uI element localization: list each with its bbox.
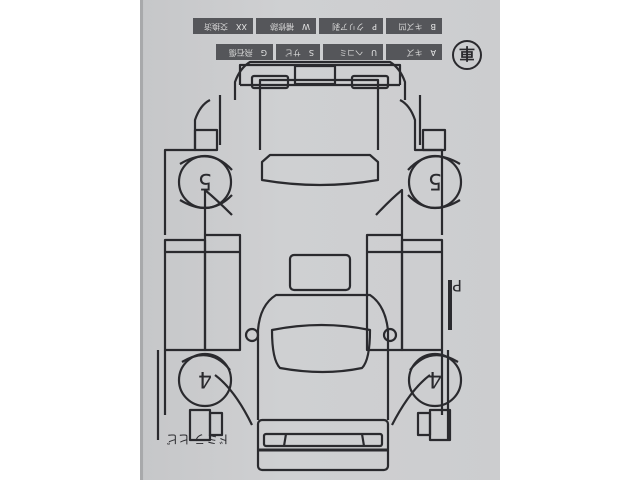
tire-mark-front-right: 4 [198,366,212,391]
tire-mark-rear-left: 5 [428,168,442,193]
inspection-sheet: 車 A キズ U ヘコミ S サビ G 飛石傷 B キズ凹 P クリア剥 W 補… [140,0,500,480]
front-fender-left [214,374,431,426]
background-left [0,0,140,480]
windshield [270,323,372,374]
door-damage-mark: P [452,276,462,295]
roof-panel [288,253,352,292]
front-bumper [256,418,390,472]
handwritten-note: ドミラ ヒビ [166,432,230,446]
tire-rear-left [407,154,463,210]
tire-rear-right [177,154,233,210]
background-right [500,0,640,480]
right-doors [163,188,260,352]
tire-front-left [407,352,463,442]
left-doors [365,188,444,352]
tire-mark-front-left: 4 [428,366,442,391]
paper-edge [140,0,143,480]
rear-quarter [163,95,447,235]
rear-window [260,153,380,187]
car-diagram: 4 4 5 5 P ドミラ ヒビ [156,60,463,472]
tire-mark-rear-right: 5 [198,168,212,193]
trunk [233,60,407,150]
tire-front-right [177,352,233,442]
hood [256,293,390,420]
